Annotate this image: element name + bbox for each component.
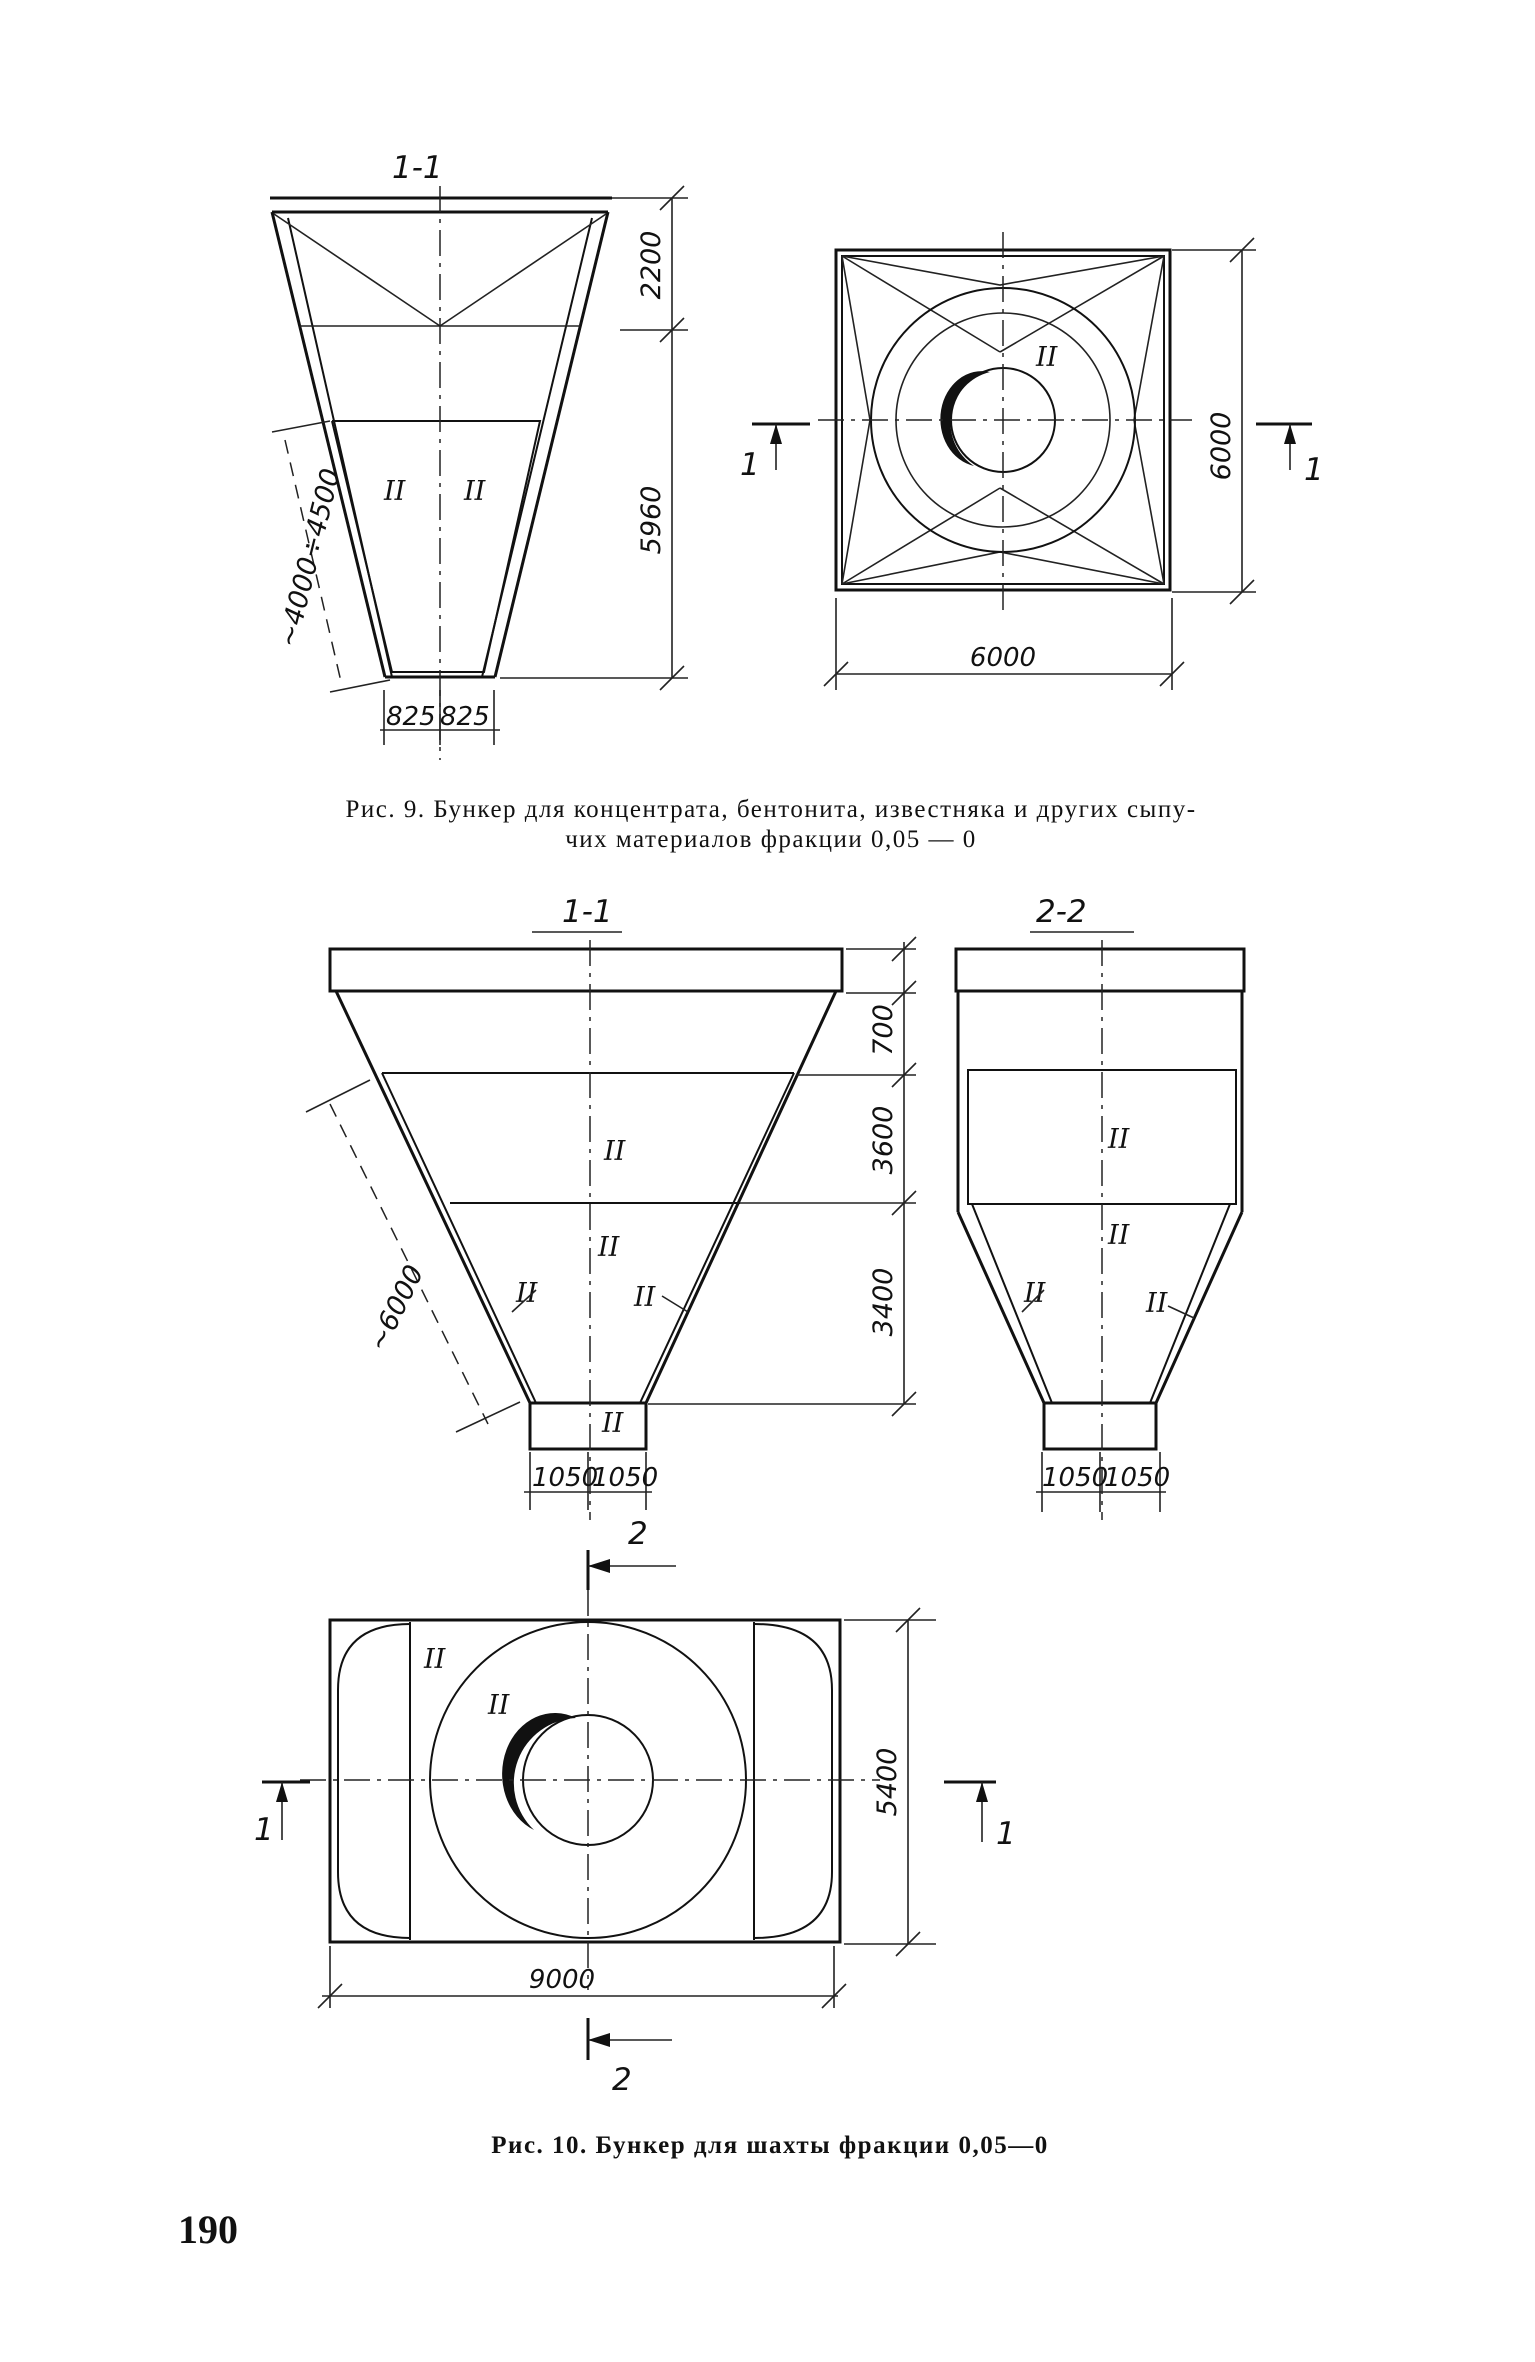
fig10-dim-outlet2-right: 1050 [1104, 1463, 1170, 1493]
fig9-slant-dimension: ~4000÷4500 [271, 420, 391, 693]
fig9-dim-lower-height: 5960 [636, 486, 667, 555]
fig10-plan-view: II II [300, 1590, 880, 1990]
fig10-vertical-dimensions: 700 3600 3400 [648, 936, 917, 1417]
fig10-dim-plan-height: 5400 [872, 1748, 903, 1817]
fig10-dim-outlet-right: 1050 [592, 1463, 658, 1493]
fig10-cut-2-top: 2 [628, 1516, 648, 1552]
fig10-section-1-label: 1-1 [562, 894, 613, 930]
fig9-dim-slant: ~4000÷4500 [273, 466, 347, 651]
fig10-dim-h2: 3600 [868, 1106, 899, 1175]
fig10-plan-mark-1: II [423, 1644, 447, 1675]
fig10-cut-marks: 1 1 2 2 [254, 1516, 1016, 2098]
fig9-mark-2: II [463, 476, 487, 507]
fig9-caption-line2: чих материалов фракции 0,05 — 0 [565, 826, 977, 853]
fig10-outlet-dimensions: 1050 1050 [524, 1452, 658, 1510]
page-number: 190 [178, 2207, 238, 2252]
fig9-plan-mark: II [1035, 342, 1059, 373]
fig9-dim-plan-height: 6000 [1206, 412, 1237, 481]
fig9-dim-outlet-left: 825 [386, 702, 436, 732]
fig10-slant-dimension: ~6000 [305, 1079, 521, 1433]
fig9-cut-mark-left: 1 [740, 447, 760, 483]
fig10-s2-mark-3: II [1023, 1278, 1047, 1309]
fig9-caption-line1: Рис. 9. Бункер для концентрата, бентонит… [345, 796, 1197, 823]
fig10-s2-mark-2: II [1107, 1220, 1131, 1251]
fig10-dim-h3: 3400 [868, 1268, 899, 1337]
fig9-mark-1: II [383, 476, 407, 507]
fig10-dim-h1: 700 [868, 1004, 899, 1056]
fig10-plan-dimensions: 5400 9000 [317, 1607, 936, 2009]
fig10-shadow-crescent [502, 1712, 576, 1830]
fig9-section-view: 1-1 II II [270, 150, 612, 760]
fig10-section-1-view: 1-1 II II II II II [328, 894, 844, 1520]
fig10-s1-mark-2: II [597, 1232, 621, 1263]
fig10-cut-2-bottom: 2 [612, 2062, 632, 2098]
fig9-dim-outlet-right: 825 [440, 702, 490, 732]
fig10-plan-mark-2: II [487, 1690, 511, 1721]
fig9-plan-view: II [818, 232, 1192, 610]
fig10-caption: Рис. 10. Бункер для шахты фракции 0,05—0 [491, 2132, 1049, 2159]
fig9-section-label: 1-1 [392, 150, 443, 186]
fig10-s1-mark-5: II [601, 1408, 625, 1439]
fig10-section-2-view: 2-2 II II II II 1050 1050 [954, 894, 1246, 1520]
fig10-s1-mark-3: II [515, 1278, 539, 1309]
fig10-dim-outlet2-left: 1050 [1042, 1463, 1108, 1493]
fig9-dim-plan-width: 6000 [970, 643, 1036, 673]
fig10-section-2-label: 2-2 [1036, 894, 1087, 930]
fig10-s1-mark-1: II [603, 1136, 627, 1167]
fig10-dim-plan-width: 9000 [529, 1965, 595, 1995]
fig9-plan-dimensions: 6000 6000 [823, 237, 1256, 690]
fig10-cut-1-right: 1 [996, 1816, 1016, 1852]
fig10-s2-mark-4: II [1145, 1288, 1169, 1319]
fig9-outlet-dimensions: 825 825 [380, 690, 500, 745]
fig9-shadow-crescent [940, 371, 990, 466]
fig10-s1-mark-4: II [633, 1282, 657, 1313]
fig9-cut-mark-right: 1 [1304, 452, 1324, 488]
fig9-vertical-dimensions: 2200 5960 [500, 185, 688, 691]
fig10-dim-outlet-left: 1050 [532, 1463, 598, 1493]
fig10-s2-mark-1: II [1107, 1124, 1131, 1155]
fig9-dim-top-height: 2200 [636, 231, 667, 300]
fig10-dim-slant: ~6000 [362, 1260, 430, 1356]
fig9-cut-marks: 1 1 [740, 422, 1324, 488]
fig10-cut-1-left: 1 [254, 1812, 274, 1848]
